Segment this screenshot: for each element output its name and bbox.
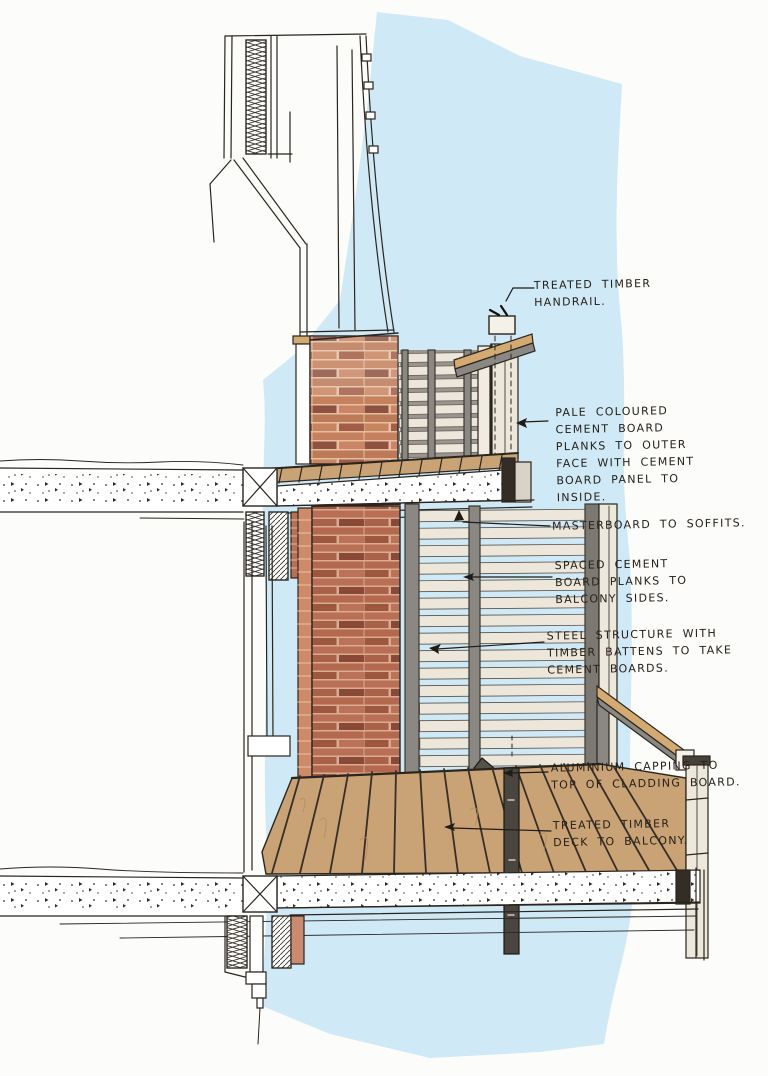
annotation-line: TOP OF CLADDING BOARD. — [551, 775, 741, 792]
annotation-steel-structure: STEEL STRUCTURE WITH TIMBER BATTENS TO T… — [547, 624, 733, 678]
annotation-line: HANDRAIL. — [534, 294, 607, 310]
annotation-line: TIMBER BATTENS TO TAKE — [546, 643, 733, 660]
upper-wall-section — [209, 33, 367, 339]
lower-floor-slab — [0, 866, 705, 961]
upper-brick-wall — [292, 332, 399, 465]
steel-post — [503, 767, 520, 955]
annotation-line: BALCONY SIDES. — [555, 591, 670, 607]
annotation-aluminium-capping: ALUMINIUM CAPPING TO TOP OF CLADDING BOA… — [551, 756, 741, 793]
annotation-treated-timber-handrail: TREATED TIMBER HANDRAIL. — [534, 275, 652, 311]
lower-wall-section — [224, 915, 305, 1045]
brick-pier — [297, 503, 401, 793]
window-frame — [243, 521, 291, 873]
annotation-pale-cement-board: PALE COLOURED CEMENT BOARD PLANKS TO OUT… — [555, 402, 695, 506]
annotation-line: DECK TO BALCONY. — [553, 833, 689, 850]
timber-handrail — [453, 304, 536, 467]
annotation-line: CEMENT BOARDS. — [547, 661, 670, 677]
annotation-line: BOARD PANEL TO — [556, 472, 680, 488]
annotation-line: INSIDE. — [556, 490, 607, 505]
annotation-line: TREATED TIMBER — [533, 276, 652, 293]
upper-floor-slab — [0, 457, 535, 581]
annotation-spaced-cement-board: SPACED CEMENT BOARD PLANKS TO BALCONY SI… — [555, 555, 688, 608]
annotation-leaders — [429, 287, 553, 832]
annotation-masterboard-soffits: MASTERBOARD TO SOFFITS. — [552, 514, 746, 534]
exterior-wall-face — [299, 35, 395, 333]
annotation-line: MASTERBOARD TO SOFFITS. — [551, 516, 746, 533]
annotation-treated-timber-deck: TREATED TIMBER DECK TO BALCONY. — [553, 815, 689, 851]
